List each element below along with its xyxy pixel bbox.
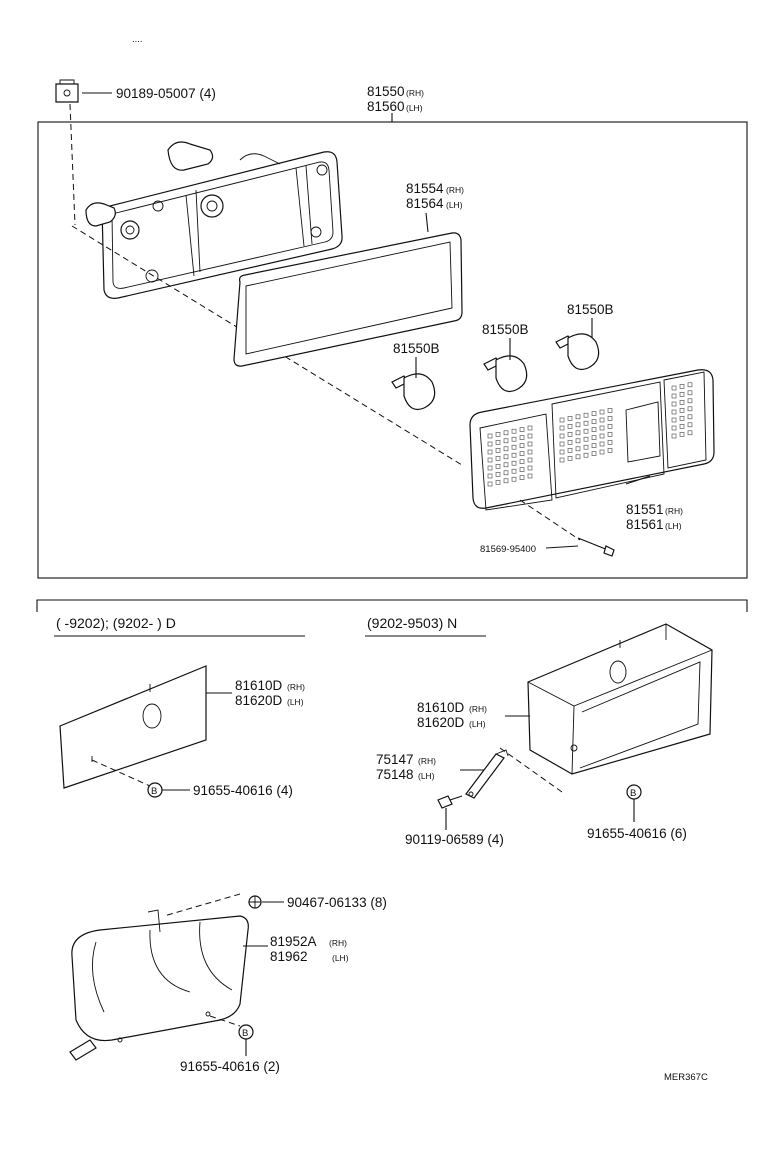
suffix-rh: (RH) <box>406 88 424 98</box>
callout-bracket-rh: 75147 <box>376 752 414 767</box>
suffix-lh: (LH) <box>418 771 435 781</box>
callout-bulb-3: 81550B <box>567 302 614 317</box>
callout-lamp-lh: 81560 <box>367 99 405 114</box>
bolt-symbol: B <box>151 786 157 797</box>
lens <box>469 369 715 511</box>
bulb-icon <box>483 355 528 393</box>
suffix-rh: (RH) <box>469 704 487 714</box>
protector-d <box>59 665 207 789</box>
callout-bolt-d: 91655-40616 (4) <box>193 783 293 798</box>
callout-gasket-lh: 81564 <box>406 196 444 211</box>
callout-bolt-bracket: 90119-06589 (4) <box>405 832 504 847</box>
lamp-housing <box>85 141 343 299</box>
callout-bulb-2: 81550B <box>482 322 529 337</box>
cover <box>69 909 249 1061</box>
callout-prot-n-lh: 81620D <box>417 715 465 730</box>
callout-gasket-rh: 81554 <box>406 181 444 196</box>
clip-icon <box>55 79 79 103</box>
corner-mark: .... <box>132 34 143 45</box>
callout-bolt-cover: 91655-40616 (2) <box>180 1059 280 1074</box>
callout-lens-lh: 81561 <box>626 517 664 532</box>
suffix-rh: (RH) <box>665 506 683 516</box>
bulb-icon <box>555 333 600 371</box>
suffix-lh: (LH) <box>665 521 682 531</box>
bolt-symbol: B <box>242 1028 248 1039</box>
gasket <box>233 232 463 367</box>
bracket <box>465 749 509 799</box>
suffix-lh: (LH) <box>406 103 423 113</box>
callout-cover-lh: 81962 <box>270 949 308 964</box>
suffix-rh: (RH) <box>446 185 464 195</box>
screw-icon <box>577 537 615 557</box>
callout-clip: 90189-05007 (4) <box>116 86 216 101</box>
suffix-lh: (LH) <box>446 200 463 210</box>
section-d-header: ( -9202); (9202- ) D <box>56 615 176 631</box>
suffix-lh: (LH) <box>287 697 304 707</box>
callout-lens-screw: 81569-95400 <box>480 544 536 555</box>
callout-prot-d-lh: 81620D <box>235 693 283 708</box>
figure-id: MER367C <box>664 1072 708 1083</box>
lens-grid <box>487 382 693 487</box>
suffix-lh: (LH) <box>469 719 486 729</box>
bolt-icon: B <box>626 784 642 800</box>
protector-n <box>527 623 713 775</box>
bolt-icon: B <box>147 782 163 798</box>
callout-screw-cover: 90467-06133 (8) <box>287 895 387 910</box>
bulb-icon <box>391 373 436 411</box>
callout-bracket-lh: 75148 <box>376 767 414 782</box>
section-divider <box>36 599 748 612</box>
callout-bulb-1: 81550B <box>393 341 440 356</box>
suffix-rh: (RH) <box>287 682 305 692</box>
callout-lamp-rh: 81550 <box>367 84 405 99</box>
bolt-icon: B <box>238 1024 254 1040</box>
suffix-rh: (RH) <box>418 756 436 766</box>
callout-prot-n-rh: 81610D <box>417 700 465 715</box>
callout-lens-rh: 81551 <box>626 502 664 517</box>
suffix-rh: (RH) <box>329 938 347 948</box>
callout-cover-rh: 81952A <box>270 934 317 949</box>
section-n-header: (9202-9503) N <box>367 615 457 631</box>
bolt-icon <box>437 795 463 809</box>
suffix-lh: (LH) <box>332 953 349 963</box>
callout-prot-d-rh: 81610D <box>235 678 283 693</box>
bolt-symbol: B <box>630 788 636 799</box>
screw-icon <box>248 895 262 909</box>
callout-bolt-n: 91655-40616 (6) <box>587 826 687 841</box>
